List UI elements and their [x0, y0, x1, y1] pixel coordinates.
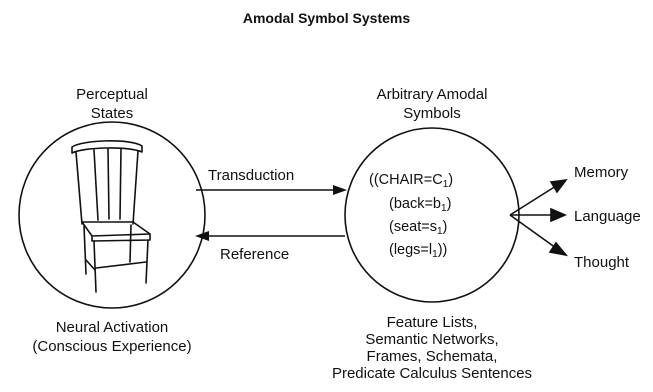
perceptual-states-label: Perceptual States	[62, 85, 162, 123]
memory-arrowhead	[549, 178, 568, 194]
reference-arrowhead	[195, 231, 209, 241]
perceptual-line2: States	[90, 105, 134, 122]
thought-arrowhead	[548, 241, 569, 257]
format-semantic-networks: Semantic Networks,	[365, 331, 499, 348]
symbol-legs: (legs=l1))	[389, 242, 448, 260]
symbol-chair: ((CHAIR=C1)	[369, 172, 454, 190]
format-predicate-calculus: Predicate Calculus Sentences	[331, 365, 533, 382]
reference-label: Reference	[220, 246, 290, 263]
amodal-line2: Symbols	[403, 105, 461, 122]
thought-arrow	[509, 214, 557, 249]
language-arrowhead	[550, 207, 568, 223]
chair-icon	[71, 140, 151, 293]
symbol-seat: (seat=s1)	[389, 219, 448, 237]
output-memory: Memory	[574, 164, 629, 181]
perceptual-line1: Perceptual	[76, 86, 148, 103]
format-frames-schemata: Frames, Schemata,	[366, 348, 498, 365]
amodal-symbols-label: Arbitrary Amodal Symbols	[352, 85, 512, 123]
amodal-symbols-circle	[344, 127, 520, 303]
memory-arrow	[509, 185, 557, 216]
transduction-label: Transduction	[208, 167, 295, 184]
transduction-arrowhead	[333, 185, 347, 195]
output-thought: Thought	[574, 254, 630, 271]
amodal-line1: Arbitrary Amodal	[376, 86, 488, 103]
perceptual-states-circle	[18, 121, 206, 309]
output-language: Language	[574, 208, 641, 225]
neural-activation-label: Neural Activation (Conscious Experience)	[22, 318, 202, 356]
symbol-back: (back=b1)	[389, 196, 452, 214]
neural-line1: Neural Activation	[55, 319, 169, 336]
neural-line2: (Conscious Experience)	[32, 338, 192, 355]
diagram-title: Amodal Symbol Systems	[242, 10, 411, 26]
representation-formats-list: Feature Lists, Semantic Networks, Frames…	[317, 314, 547, 382]
format-feature-lists: Feature Lists,	[386, 314, 478, 331]
